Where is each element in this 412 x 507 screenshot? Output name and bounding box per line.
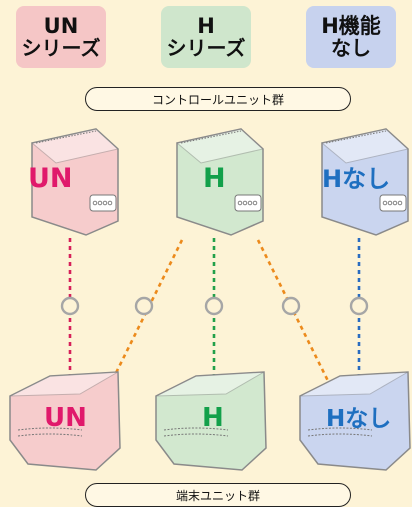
port-pins bbox=[382, 200, 403, 206]
terminal-unit-group-label: 端末ユニット群 bbox=[85, 483, 351, 507]
terminal-unit-body bbox=[155, 371, 267, 471]
terminal-unit-top bbox=[9, 371, 119, 397]
control-unit-h: H bbox=[175, 128, 265, 236]
control-unit-top bbox=[320, 128, 410, 164]
terminal-strip bbox=[17, 427, 83, 437]
header-h-series: H シリーズ bbox=[161, 6, 251, 68]
control-unit-ridge bbox=[325, 130, 387, 144]
terminal-unit-label: H bbox=[202, 403, 224, 433]
terminal-unit-body bbox=[9, 371, 121, 471]
header-no-h-subtitle: なし bbox=[331, 35, 371, 60]
header-no-h-title: H機能 bbox=[321, 14, 381, 39]
header-un-subtitle: シリーズ bbox=[21, 35, 101, 60]
terminal-unit-body bbox=[299, 371, 411, 471]
terminal-unit-top bbox=[299, 371, 409, 397]
terminal-unit-label: UN bbox=[44, 403, 87, 433]
header-un-series: UN シリーズ bbox=[16, 6, 106, 68]
terminal-unit-un: UN bbox=[9, 371, 121, 471]
terminal-unit-no-h: Hなし bbox=[299, 371, 411, 471]
terminal-strip bbox=[307, 427, 373, 437]
connector-circle bbox=[134, 296, 154, 316]
terminal-unit-h: H bbox=[155, 371, 267, 471]
terminal-unit-top bbox=[155, 371, 265, 397]
control-unit-group-label: コントロールユニット群 bbox=[85, 87, 351, 111]
control-unit-ridge bbox=[180, 130, 242, 144]
control-unit-label: H bbox=[203, 163, 226, 194]
control-unit-top bbox=[175, 128, 265, 164]
header-h-subtitle: シリーズ bbox=[166, 35, 246, 60]
header-un-title: UN bbox=[43, 14, 79, 39]
control-unit-top bbox=[30, 128, 120, 164]
control-unit-un: UN bbox=[28, 128, 120, 236]
port-pins bbox=[237, 200, 258, 206]
control-unit-ridge bbox=[35, 130, 97, 144]
terminal-strip bbox=[163, 427, 229, 437]
header-h-title: H bbox=[197, 14, 215, 39]
connector-circle bbox=[281, 296, 301, 316]
connector-circles bbox=[60, 296, 369, 316]
connector-circle bbox=[60, 296, 80, 316]
control-unit-label: Hなし bbox=[322, 165, 390, 193]
port-pins bbox=[92, 200, 113, 206]
terminal-unit-label: Hなし bbox=[326, 406, 391, 432]
connector-circle bbox=[349, 296, 369, 316]
control-unit-no-h: Hなし bbox=[320, 128, 410, 236]
header-no-h-function: H機能 なし bbox=[306, 6, 396, 68]
control-unit-label: UN bbox=[28, 163, 73, 194]
connector-circle bbox=[204, 296, 224, 316]
